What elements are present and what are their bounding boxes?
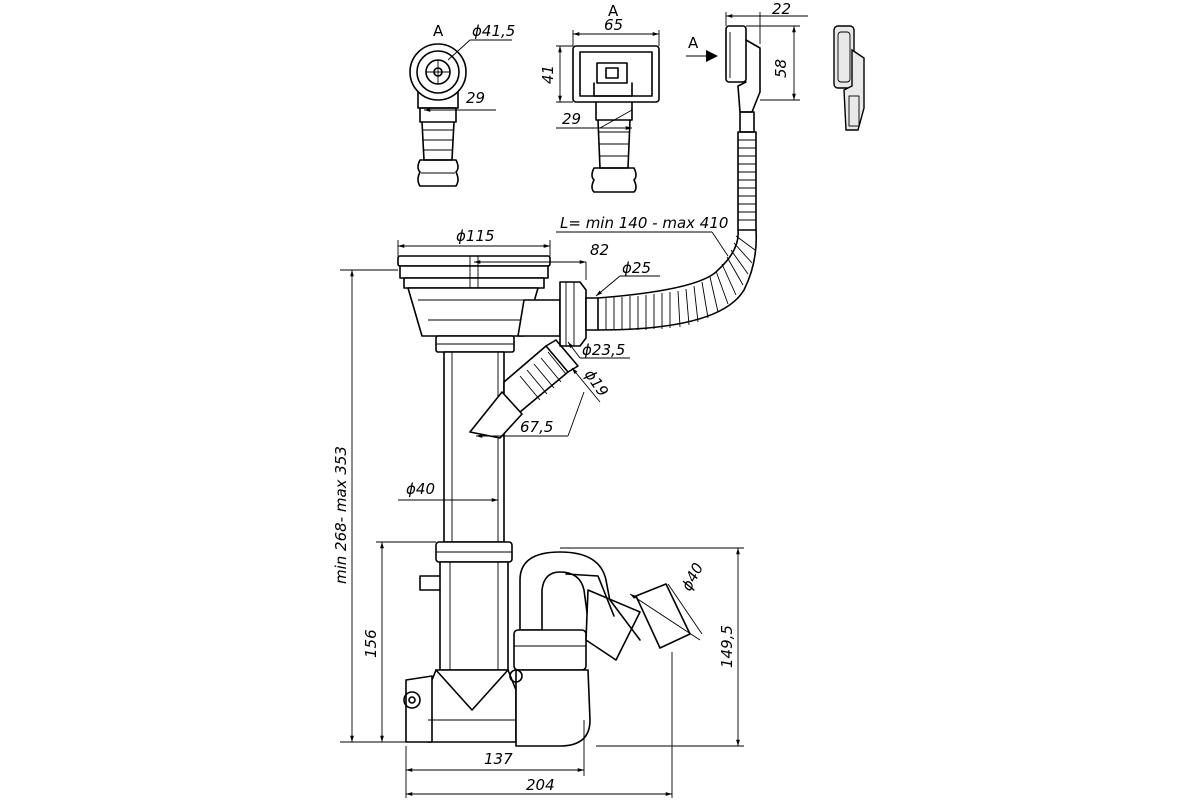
dim-41: 41 <box>539 65 557 84</box>
dim-d235: ϕ23,5 <box>582 341 625 359</box>
view-a-drain-front: A ϕ41,5 29 <box>409 22 515 187</box>
u-bend-trap <box>509 551 691 747</box>
dim-65: 65 <box>604 16 623 34</box>
siphon-trap-body <box>403 669 517 743</box>
dim-hose-length: L= min 140 - max 410 <box>560 214 728 232</box>
dim-d25: ϕ25 <box>622 259 651 277</box>
overflow-head-side: 22 58 <box>725 0 808 231</box>
hose-corrugation-top <box>738 139 756 221</box>
dim-29-left: 29 <box>466 89 485 107</box>
branch-connector <box>469 339 579 439</box>
overflow-head-perspective <box>833 25 865 131</box>
overflow-corrugated-hose <box>597 229 758 331</box>
dim-1495: 149,5 <box>718 625 736 668</box>
dim-d115: ϕ115 <box>456 227 495 245</box>
dim-overall-height: min 268- max 353 <box>332 446 350 584</box>
dim-204: 204 <box>526 776 555 794</box>
dim-29-mid: 29 <box>562 110 581 128</box>
view-a-rectangular-outlet: A 65 41 29 A <box>539 2 718 193</box>
view-a-mid-label: A <box>608 2 619 20</box>
dim-d19: ϕ19 <box>581 366 612 400</box>
main-vertical-pipe <box>443 351 505 543</box>
sink-strainer <box>397 255 599 353</box>
dim-82: 82 <box>590 241 609 259</box>
view-a-left-label: A <box>433 22 444 40</box>
pipe-joint-nut <box>419 541 513 671</box>
hose-corrugation <box>605 235 756 330</box>
dim-156: 156 <box>362 629 380 658</box>
dim-675: 67,5 <box>520 418 553 436</box>
dim-137: 137 <box>484 750 513 768</box>
dim-d415: ϕ41,5 <box>472 22 515 40</box>
dim-58: 58 <box>772 59 790 78</box>
arrow-a-label: A <box>688 34 699 52</box>
dim-d40-outlet: ϕ40 <box>678 560 708 594</box>
dim-d40-pipe: ϕ40 <box>406 480 435 498</box>
dim-22: 22 <box>772 0 791 18</box>
